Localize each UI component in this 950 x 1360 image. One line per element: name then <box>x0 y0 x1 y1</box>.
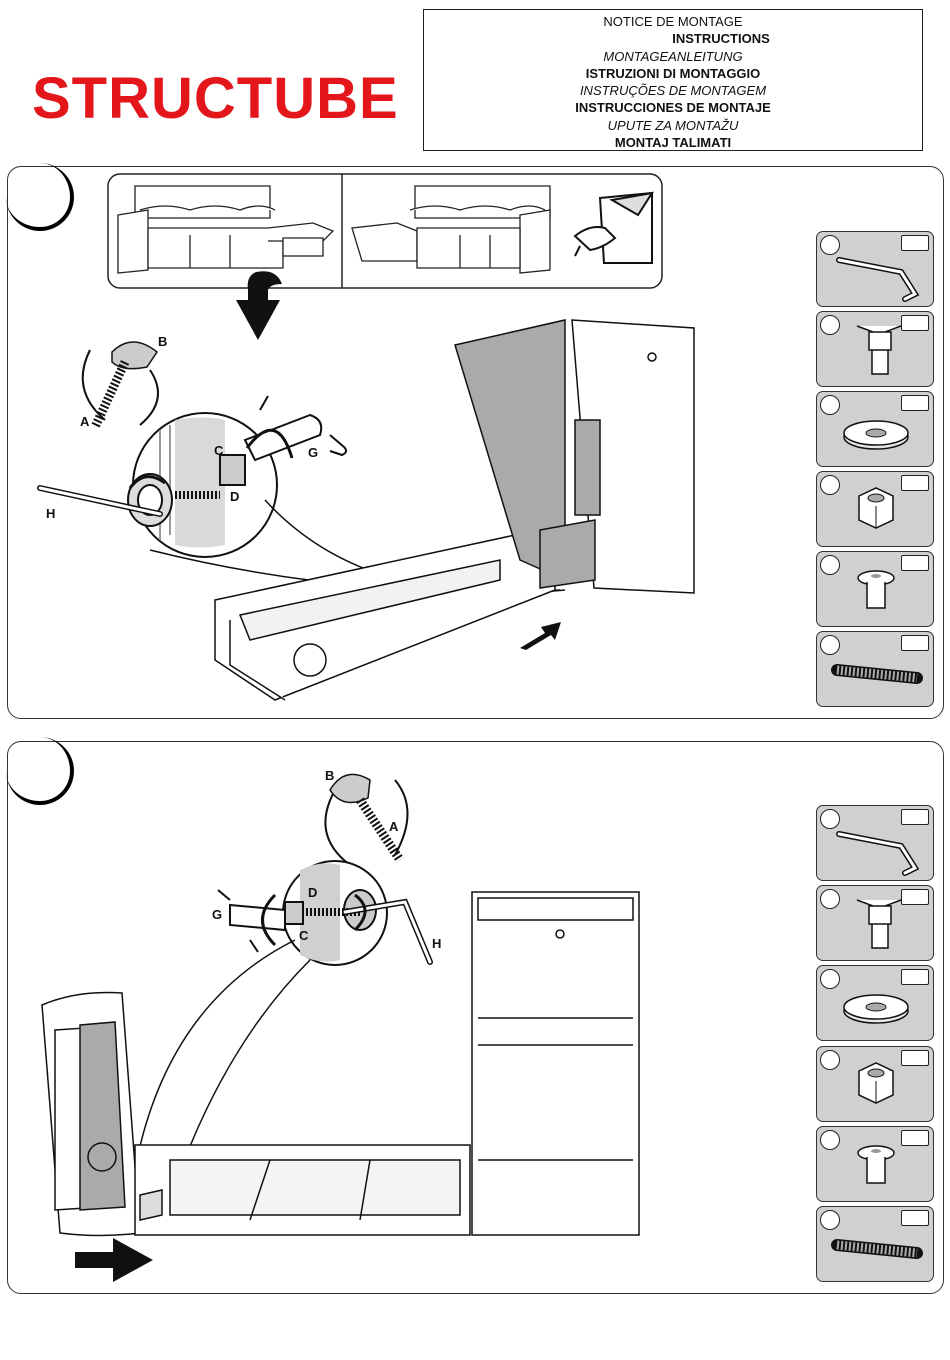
part-threaded-rod-2 <box>816 1206 934 1282</box>
zoom-detail-circle-2 <box>218 861 430 965</box>
label-c-2: C <box>299 928 308 943</box>
part-wing-nut-2 <box>816 885 934 961</box>
threaded-rod-icon <box>817 1207 935 1283</box>
part-washer-2 <box>816 965 934 1041</box>
right-arrow <box>75 1238 153 1282</box>
label-h-2: H <box>432 936 441 951</box>
hex-nut-icon <box>817 1047 935 1123</box>
sofa-armrest <box>42 993 140 1236</box>
sofa-back-unit <box>472 892 639 1235</box>
label-a-2: A <box>389 819 398 834</box>
part-barrel-nut-2 <box>816 1126 934 1202</box>
wing-nut-icon <box>817 886 935 962</box>
label-b-2: B <box>325 768 334 783</box>
allen-key-icon <box>817 806 935 882</box>
sofa-frame-base-2 <box>135 1145 470 1235</box>
part-allen-key-2 <box>816 805 934 881</box>
part-hex-nut-2 <box>816 1046 934 1122</box>
washer-icon <box>817 966 935 1042</box>
label-d-2: D <box>308 885 317 900</box>
barrel-nut-icon <box>817 1127 935 1203</box>
label-g-2: G <box>212 907 222 922</box>
